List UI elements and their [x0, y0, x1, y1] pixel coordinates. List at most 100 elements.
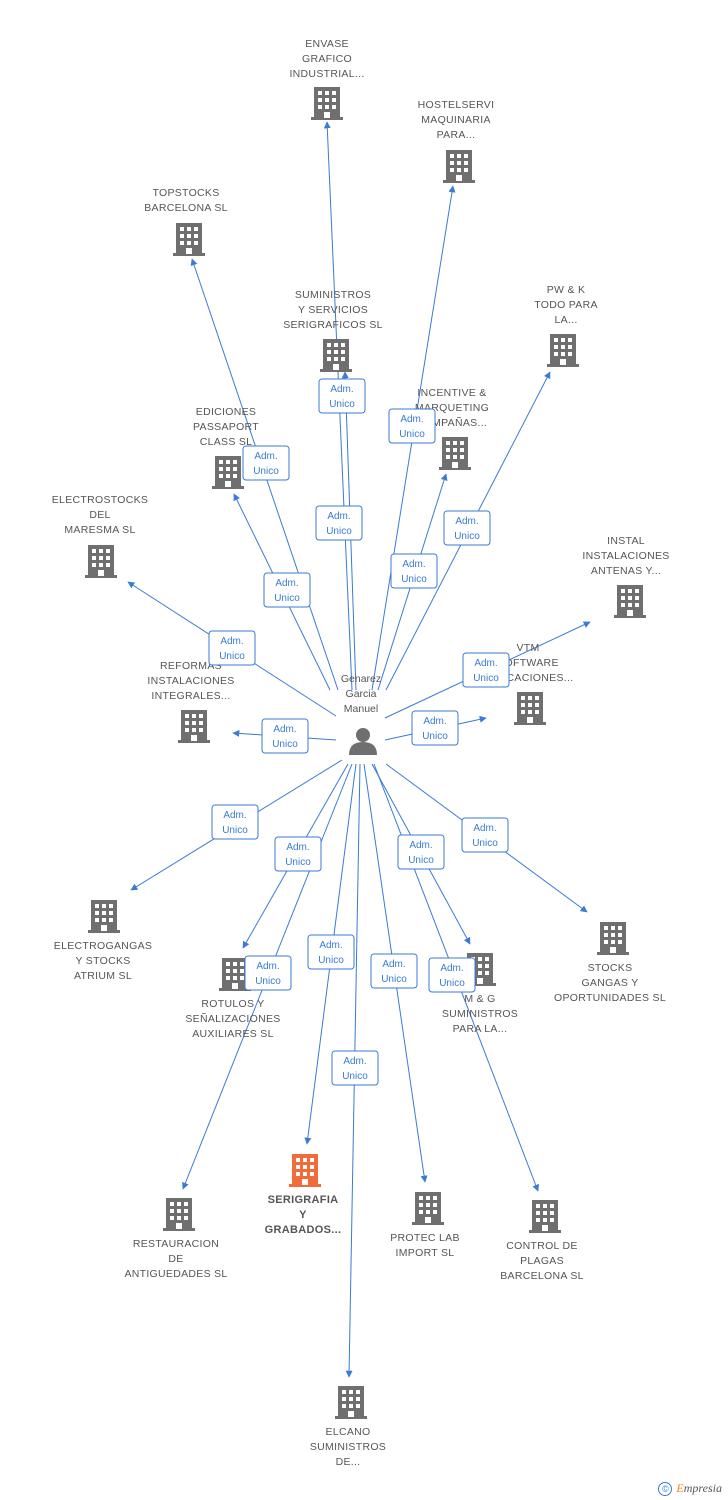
relation-badge-envase[interactable]: Adm.Unico	[315, 505, 363, 541]
company-label-line: ELECTROSTOCKS	[52, 494, 148, 506]
company-node-envase[interactable]: ENVASEGRAFICOINDUSTRIAL...	[289, 38, 364, 120]
company-label-line: TOPSTOCKS	[152, 187, 219, 199]
badge-text-line: Unico	[329, 399, 355, 410]
company-label-line: ATRIUM SL	[74, 970, 132, 982]
relation-badge-hostelservi[interactable]: Adm.Unico	[388, 408, 436, 444]
company-label-line: LA...	[554, 314, 577, 326]
company-label-line: PARA LA...	[453, 1023, 508, 1035]
relation-badge-serigrafia[interactable]: Adm.Unico	[307, 934, 355, 970]
building-icon	[412, 1192, 444, 1225]
relation-badge-vtm[interactable]: Adm.Unico	[411, 710, 459, 746]
company-label-line: Y STOCKS	[75, 955, 130, 967]
company-label-line: ENVASE	[305, 38, 349, 50]
relation-badge-rotulos[interactable]: Adm.Unico	[274, 836, 322, 872]
company-node-vtm[interactable]: VTMSOFTWAREAPLICACIONES...	[483, 642, 574, 725]
company-label-line: ROTULOS Y	[201, 998, 264, 1010]
relation-badge-electrostocks[interactable]: Adm.Unico	[208, 630, 256, 666]
company-node-topstocks[interactable]: TOPSTOCKS BARCELONA SL	[144, 187, 228, 256]
company-label-line: PROTEC LAB	[390, 1232, 460, 1244]
badge-box	[307, 934, 355, 970]
building-icon	[85, 545, 117, 578]
badge-text-line: Adm.	[220, 636, 243, 647]
company-label-line: M & G	[464, 993, 495, 1005]
relation-badge-suministros-servicios[interactable]: Adm.Unico	[318, 378, 366, 414]
badge-text-line: Adm.	[319, 940, 342, 951]
relation-badge-control[interactable]: Adm. Unico	[428, 957, 476, 993]
badge-box	[428, 957, 476, 993]
building-icon	[320, 339, 352, 372]
relation-badge-elcano[interactable]: Adm.Unico	[331, 1050, 379, 1086]
badge-box	[388, 408, 436, 444]
badge-box	[263, 572, 311, 608]
company-label-line: EDICIONES	[196, 406, 256, 418]
badge-text-line: Unico	[401, 574, 427, 585]
badge-text-line: Adm.	[473, 823, 496, 834]
badge-text-line: Unico	[408, 855, 434, 866]
company-label-line: INDUSTRIAL...	[289, 68, 364, 80]
badge-box	[390, 553, 438, 589]
person-name-line: Manuel	[344, 703, 378, 715]
company-label-line: TODO PARA	[534, 299, 598, 311]
badge-text-line: Unico	[473, 673, 499, 684]
relation-badge-restauracion[interactable]: Adm.Unico	[244, 955, 292, 991]
company-node-electrogangas[interactable]: ELECTROGANGAS Y STOCKS ATRIUM SL	[54, 900, 152, 982]
relation-badge-reformas[interactable]: Adm.Unico	[261, 718, 309, 754]
badge-box	[261, 718, 309, 754]
person-node[interactable]: Genarez Garcia Manuel	[341, 673, 381, 755]
badge-text-line: Unico	[399, 429, 425, 440]
building-icon	[547, 334, 579, 367]
company-label-line: PASSAPORT	[193, 421, 259, 433]
company-label-line: INTEGRALES...	[151, 690, 230, 702]
building-icon	[614, 585, 646, 618]
company-node-hostelservi[interactable]: HOSTELSERVIMAQUINARIAPARA...	[418, 99, 495, 183]
badge-text-line: Adm.	[440, 963, 463, 974]
relation-badge-topstocks[interactable]: Adm.Unico	[242, 445, 290, 481]
badge-text-line: Unico	[439, 978, 465, 989]
company-label-line: SUMINISTROS	[442, 1008, 518, 1020]
company-node-mg[interactable]: M & G SUMINISTROS PARA LA...	[442, 953, 518, 1035]
company-label-line: PARA...	[437, 129, 476, 141]
person-name-line: Genarez	[341, 673, 381, 685]
relation-badge-instal[interactable]: Adm.Unico	[462, 652, 510, 688]
relation-badge-ediciones[interactable]: Adm.Unico	[263, 572, 311, 608]
relation-badge-electrogangas[interactable]: Adm.Unico	[211, 804, 259, 840]
company-label-line: BARCELONA SL	[144, 202, 228, 214]
company-label-line: VTM	[516, 642, 539, 654]
company-label-line: ELECTROGANGAS	[54, 940, 152, 952]
company-node-serigrafia[interactable]: SERIGRAFIAYGRABADOS...	[265, 1154, 342, 1236]
relation-badge-protec[interactable]: Adm.Unico	[370, 953, 418, 989]
company-label-line: ANTIGUEDADES SL	[124, 1268, 227, 1280]
badge-text-line: Adm.	[409, 840, 432, 851]
company-label-line: BARCELONA SL	[500, 1270, 584, 1282]
badge-text-line: Unico	[326, 526, 352, 537]
badge-box	[211, 804, 259, 840]
company-label-line: INCENTIVE &	[417, 387, 486, 399]
company-label-line: OPORTUNIDADES SL	[554, 992, 666, 1004]
relation-badge-incentive[interactable]: Adm.Unico	[390, 553, 438, 589]
building-icon	[529, 1200, 561, 1233]
relation-badge-stocks-gangas[interactable]: Adm.Unico	[461, 817, 509, 853]
relation-badge-pwk[interactable]: Adm.Unico	[443, 510, 491, 546]
company-label-line: GRABADOS...	[265, 1224, 342, 1236]
building-icon	[289, 1154, 321, 1187]
company-label-line: RESTAURACION	[133, 1238, 219, 1250]
relation-badge-mg[interactable]: Adm. Unico	[397, 834, 445, 870]
copyright-notice: © Empresia	[658, 1481, 722, 1496]
badge-text-line: Unico	[381, 974, 407, 985]
company-node-elcano[interactable]: ELCANOSUMINISTROSDE...	[310, 1386, 386, 1468]
badge-box	[274, 836, 322, 872]
building-icon	[514, 692, 546, 725]
company-label-line: INSTALACIONES	[582, 550, 669, 562]
company-node-reformas[interactable]: REFORMASINSTALACIONESINTEGRALES...	[147, 660, 234, 743]
